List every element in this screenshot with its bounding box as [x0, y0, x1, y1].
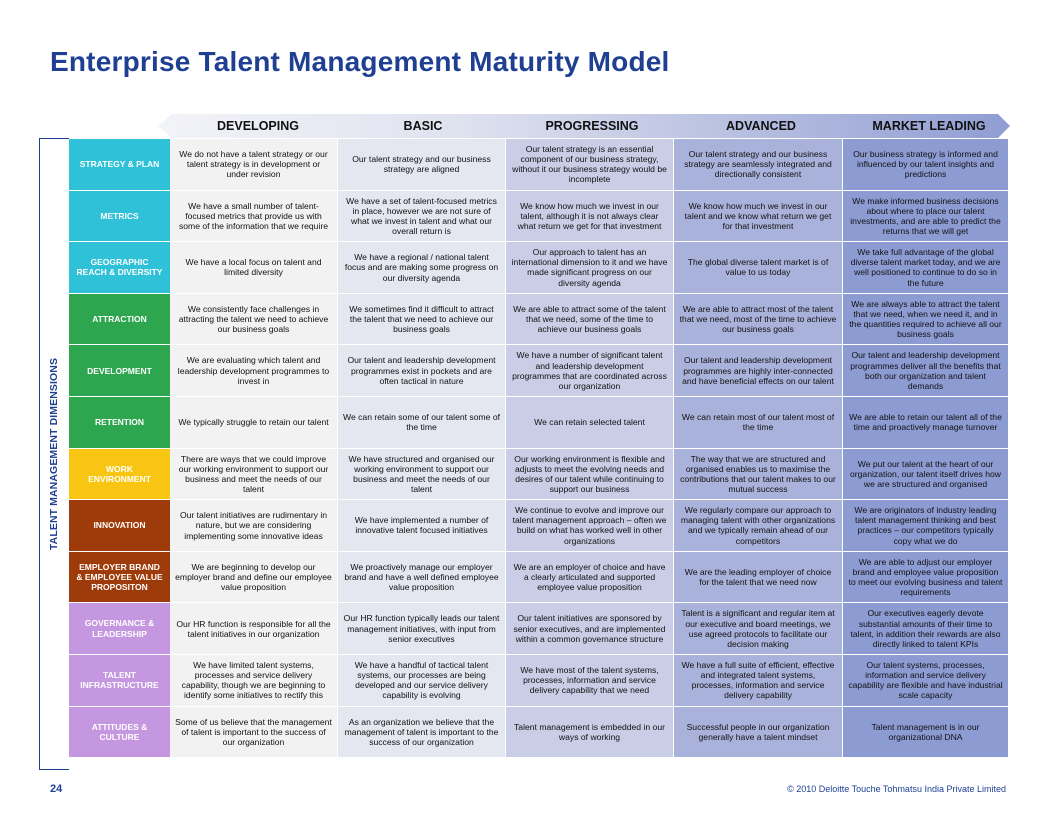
- dimension-label: INNOVATION: [69, 500, 170, 552]
- dimension-label: EMPLOYER BRAND & EMPLOYEE VALUE PROPOSIT…: [69, 551, 170, 604]
- maturity-cell-market-leading: We make informed business decisions abou…: [843, 190, 1009, 243]
- maturity-cell-advanced: We regularly compare our approach to man…: [674, 500, 843, 552]
- maturity-cell-advanced: Our talent strategy and our business str…: [674, 139, 843, 191]
- maturity-cell-market-leading: We are originators of industry leading t…: [843, 500, 1009, 552]
- maturity-cell-advanced: We are able to attract most of the talen…: [674, 293, 843, 346]
- maturity-cell-developing: We have limited talent systems, processe…: [170, 654, 338, 707]
- maturity-cell-advanced: Our talent and leadership development pr…: [674, 345, 843, 397]
- maturity-cell-basic: We have a regional / national talent foc…: [338, 242, 506, 294]
- maturity-cell-basic: As an organization we believe that the m…: [338, 706, 506, 759]
- maturity-cell-progressing: We are an employer of choice and have a …: [506, 551, 674, 604]
- level-label-advanced: ADVANCED: [726, 119, 796, 133]
- dimension-label: WORK ENVIRONMENT: [69, 448, 170, 501]
- maturity-cell-basic: Our HR function typically leads our tale…: [338, 603, 506, 655]
- maturity-cell-progressing: Our talent strategy is an essential comp…: [506, 139, 674, 191]
- maturity-cell-progressing: Talent management is embedded in our way…: [506, 706, 674, 759]
- maturity-cell-advanced: The global diverse talent market is of v…: [674, 242, 843, 294]
- dimension-label: ATTITUDES & CULTURE: [69, 706, 170, 759]
- maturity-cell-developing: There are ways that we could improve our…: [170, 448, 338, 501]
- maturity-cell-market-leading: We are always able to attract the talent…: [843, 293, 1009, 346]
- maturity-cell-progressing: We can retain selected talent: [506, 396, 674, 449]
- maturity-cell-market-leading: Our talent systems, processes, informati…: [843, 654, 1009, 707]
- copyright-notice: © 2010 Deloitte Touche Tohmatsu India Pr…: [787, 784, 1006, 794]
- level-label-developing: DEVELOPING: [217, 119, 299, 133]
- maturity-cell-market-leading: We are able to retain our talent all of …: [843, 396, 1009, 449]
- dimension-label: ATTRACTION: [69, 293, 170, 346]
- maturity-cell-market-leading: Our talent and leadership development pr…: [843, 345, 1009, 397]
- maturity-cell-market-leading: We take full advantage of the global div…: [843, 242, 1009, 294]
- axis-label: TALENT MANAGEMENT DIMENSIONS: [48, 357, 60, 551]
- maturity-cell-basic: Our talent strategy and our business str…: [338, 139, 506, 191]
- maturity-cell-basic: We have structured and organised our wor…: [338, 448, 506, 501]
- maturity-cell-advanced: We can retain most of our talent most of…: [674, 396, 843, 449]
- dimension-label: RETENTION: [69, 396, 170, 449]
- dimension-label: DEVELOPMENT: [69, 345, 170, 397]
- maturity-cell-basic: We have a set of talent-focused metrics …: [338, 190, 506, 243]
- page-number: 24: [50, 783, 63, 795]
- maturity-cell-advanced: We have a full suite of efficient, effec…: [674, 654, 843, 707]
- dimension-label: METRICS: [69, 190, 170, 243]
- maturity-cell-developing: We consistently face challenges in attra…: [170, 293, 338, 346]
- maturity-cell-market-leading: Talent management is in our organization…: [843, 706, 1009, 759]
- level-label-progressing: PROGRESSING: [545, 119, 639, 133]
- maturity-cell-advanced: We know how much we invest in our talent…: [674, 190, 843, 243]
- maturity-cell-market-leading: We are able to adjust our employer brand…: [843, 551, 1009, 604]
- maturity-cell-basic: We proactively manage our employer brand…: [338, 551, 506, 604]
- dimension-label: STRATEGY & PLAN: [69, 139, 170, 191]
- maturity-cell-progressing: We have most of the talent systems, proc…: [506, 654, 674, 707]
- maturity-cell-progressing: We continue to evolve and improve our ta…: [506, 500, 674, 552]
- maturity-cell-advanced: The way that we are structured and organ…: [674, 448, 843, 501]
- level-label-basic: BASIC: [403, 119, 443, 133]
- maturity-cell-developing: We do not have a talent strategy or our …: [170, 139, 338, 191]
- maturity-cell-progressing: We have a number of significant talent a…: [506, 345, 674, 397]
- maturity-cell-progressing: Our approach to talent has an internatio…: [506, 242, 674, 294]
- maturity-cell-developing: We have a small number of talent-focused…: [170, 190, 338, 243]
- maturity-cell-progressing: We know how much we invest in our talent…: [506, 190, 674, 243]
- level-label-market-leading: MARKET LEADING: [872, 119, 986, 133]
- maturity-cell-developing: Some of us believe that the management o…: [170, 706, 338, 759]
- maturity-cell-market-leading: We put our talent at the heart of our or…: [843, 448, 1009, 501]
- page-title: Enterprise Talent Management Maturity Mo…: [50, 46, 670, 77]
- maturity-cell-advanced: We are the leading employer of choice fo…: [674, 551, 843, 604]
- maturity-cell-progressing: Our talent initiatives are sponsored by …: [506, 603, 674, 655]
- maturity-cell-developing: Our HR function is responsible for all t…: [170, 603, 338, 655]
- maturity-cell-advanced: Talent is a significant and regular item…: [674, 603, 843, 655]
- maturity-cell-basic: We sometimes find it difficult to attrac…: [338, 293, 506, 346]
- maturity-arrow-shape: [158, 114, 1010, 138]
- maturity-cell-advanced: Successful people in our organization ge…: [674, 706, 843, 759]
- maturity-cell-basic: Our talent and leadership development pr…: [338, 345, 506, 397]
- maturity-level-arrow: DEVELOPING BASIC PROGRESSING ADVANCED MA…: [158, 114, 1010, 138]
- maturity-cell-developing: We are evaluating which talent and leade…: [170, 345, 338, 397]
- maturity-cell-progressing: Our working environment is flexible and …: [506, 448, 674, 501]
- dimension-label: GEOGRAPHIC REACH & DIVERSITY: [69, 242, 170, 294]
- maturity-cell-basic: We have implemented a number of innovati…: [338, 500, 506, 552]
- maturity-cell-developing: We are beginning to develop our employer…: [170, 551, 338, 604]
- maturity-cell-progressing: We are able to attract some of the talen…: [506, 293, 674, 346]
- maturity-cell-basic: We have a handful of tactical talent sys…: [338, 654, 506, 707]
- dimension-label: TALENT INFRASTRUCTURE: [69, 654, 170, 707]
- maturity-cell-developing: Our talent initiatives are rudimentary i…: [170, 500, 338, 552]
- maturity-cell-developing: We have a local focus on talent and limi…: [170, 242, 338, 294]
- maturity-cell-market-leading: Our business strategy is informed and in…: [843, 139, 1009, 191]
- maturity-cell-developing: We typically struggle to retain our tale…: [170, 396, 338, 449]
- maturity-cell-market-leading: Our executives eagerly devote substantia…: [843, 603, 1009, 655]
- maturity-cell-basic: We can retain some of our talent some of…: [338, 396, 506, 449]
- dimension-label: GOVERNANCE & LEADERSHIP: [69, 603, 170, 655]
- axis-bracket: [39, 138, 69, 770]
